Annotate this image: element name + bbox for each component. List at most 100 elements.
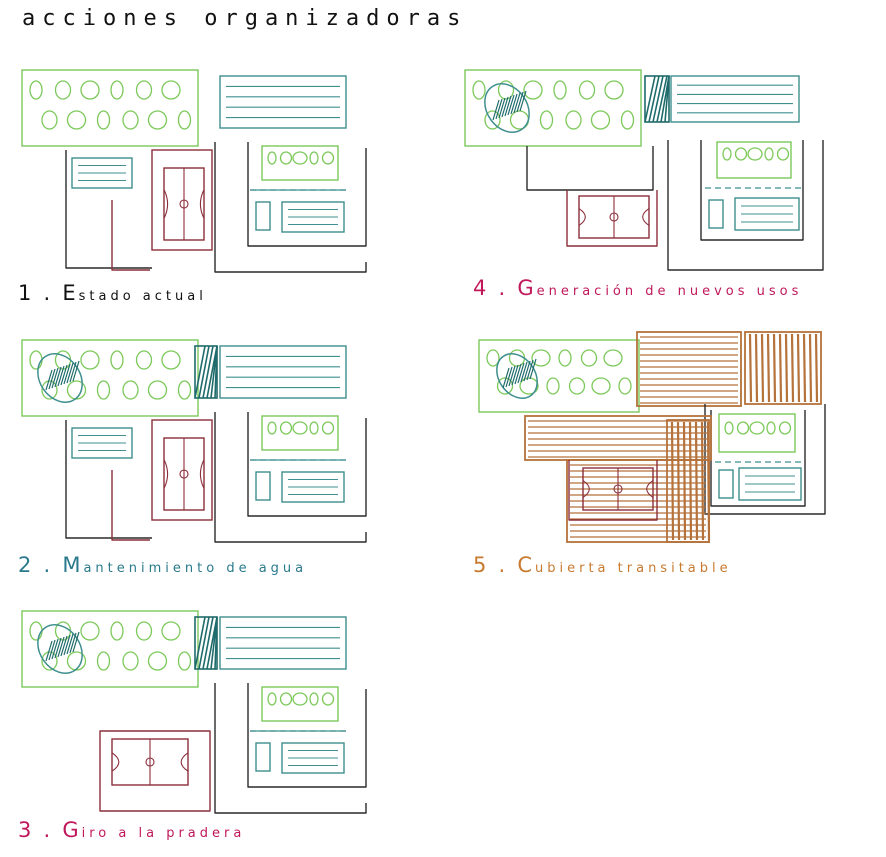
road-left [65, 420, 152, 539]
tree [110, 621, 124, 641]
caption-initial: G [517, 276, 537, 300]
caption-separator: . [498, 276, 510, 300]
small-tree [267, 421, 277, 435]
caption-number: 2 [18, 553, 36, 577]
pond-hatch [72, 631, 80, 653]
water-hatch-hatch [652, 75, 664, 123]
pond-hatch [504, 95, 512, 117]
new-use-block [526, 146, 654, 191]
small-tree [279, 421, 293, 435]
small-tree [267, 692, 277, 706]
tree [620, 110, 635, 130]
sketch-group [21, 69, 367, 273]
water-tank [708, 199, 724, 229]
pond-hatch [48, 368, 56, 390]
pond-hatch [513, 92, 521, 114]
deck-top-right-plank [754, 333, 759, 403]
tree [591, 377, 611, 395]
caption-mantenimiento-agua: 2 . Mantenimiento de agua [18, 553, 307, 577]
caption-initial: M [62, 553, 84, 577]
water-tank [255, 742, 271, 772]
pond-hatch [54, 366, 62, 388]
deck-top-right-plank [760, 333, 765, 403]
tree [618, 377, 632, 395]
pitch-center-circle [609, 212, 619, 222]
tree [122, 110, 139, 130]
tree [578, 80, 596, 100]
water-hatch-hatch [194, 345, 206, 399]
pond-hatch [57, 365, 65, 387]
sketch-estado-actual [21, 69, 367, 273]
pitch-area-left [578, 208, 586, 226]
small-park-outline [261, 145, 339, 181]
caption-separator: . [43, 553, 55, 577]
pitch-area-left [163, 459, 169, 489]
deck-top-right-plank [778, 333, 783, 403]
small-tree [309, 692, 319, 706]
small-tree [764, 147, 774, 161]
tree [565, 110, 582, 130]
tree [496, 377, 514, 395]
water-tank [255, 471, 271, 501]
water-block-outline [670, 75, 800, 123]
pond-outline [37, 624, 83, 674]
small-tree [321, 421, 335, 435]
road-outer [214, 683, 367, 814]
tree [29, 80, 43, 100]
tree [147, 651, 168, 671]
tree [568, 377, 586, 395]
small-tree [776, 147, 790, 161]
tree [80, 621, 100, 641]
deck-right-plank [688, 421, 693, 541]
pitch-center-circle [613, 484, 623, 494]
tree [603, 349, 623, 367]
water-block-outline [219, 345, 347, 399]
water-block-small-outline [281, 201, 345, 233]
pond-hatch [523, 360, 531, 382]
sketch-mantenimiento-agua [21, 339, 367, 543]
pitch-center-circle [179, 469, 189, 479]
pond-hatch [505, 366, 513, 388]
water-hatch-hatch [214, 616, 218, 670]
pond-hatch [519, 90, 527, 112]
small-park-outline [716, 141, 792, 179]
deck-top-right-plank [748, 333, 753, 403]
panel-estado-actual: 1 . Estado actual [0, 0, 443, 320]
caption-text: eneración de nuevos usos [536, 284, 803, 299]
deck-right-plank [676, 421, 681, 541]
deck-bottom-outline [566, 459, 710, 543]
pond-hatch [526, 359, 534, 381]
tree [80, 350, 100, 370]
pitch-rotated-area-right [180, 752, 189, 772]
small-tree [279, 151, 293, 165]
water-hatch-hatch [194, 616, 206, 670]
tree [54, 80, 72, 100]
water-hatch-hatch [648, 75, 660, 123]
pond-hatch [51, 638, 59, 660]
tree [41, 651, 58, 671]
pitch-area-right [199, 189, 205, 219]
deck-top-right-plank [790, 333, 795, 403]
small-tree [747, 147, 763, 161]
tree [508, 349, 526, 367]
deck-right-plank [670, 421, 675, 541]
pond-hatch [48, 639, 56, 661]
tree [484, 110, 501, 130]
water-hatch-hatch [656, 75, 668, 123]
tree [110, 80, 124, 100]
pond-hatch [510, 93, 518, 115]
pond-hatch [514, 363, 522, 385]
road-right [247, 412, 367, 517]
pond-hatch [57, 636, 65, 658]
tree [604, 80, 624, 100]
sketch-giro-pradera [21, 610, 367, 814]
small-tree [321, 692, 335, 706]
deck-top-right-outline [744, 331, 822, 405]
water-hatch-hatch [202, 616, 214, 670]
tree [497, 80, 515, 100]
tree [135, 621, 153, 641]
road-right [700, 140, 804, 241]
park-outline [478, 339, 640, 413]
caption-giro-pradera: 3 . Giro a la pradera [18, 818, 245, 842]
pond-hatch [529, 358, 537, 380]
